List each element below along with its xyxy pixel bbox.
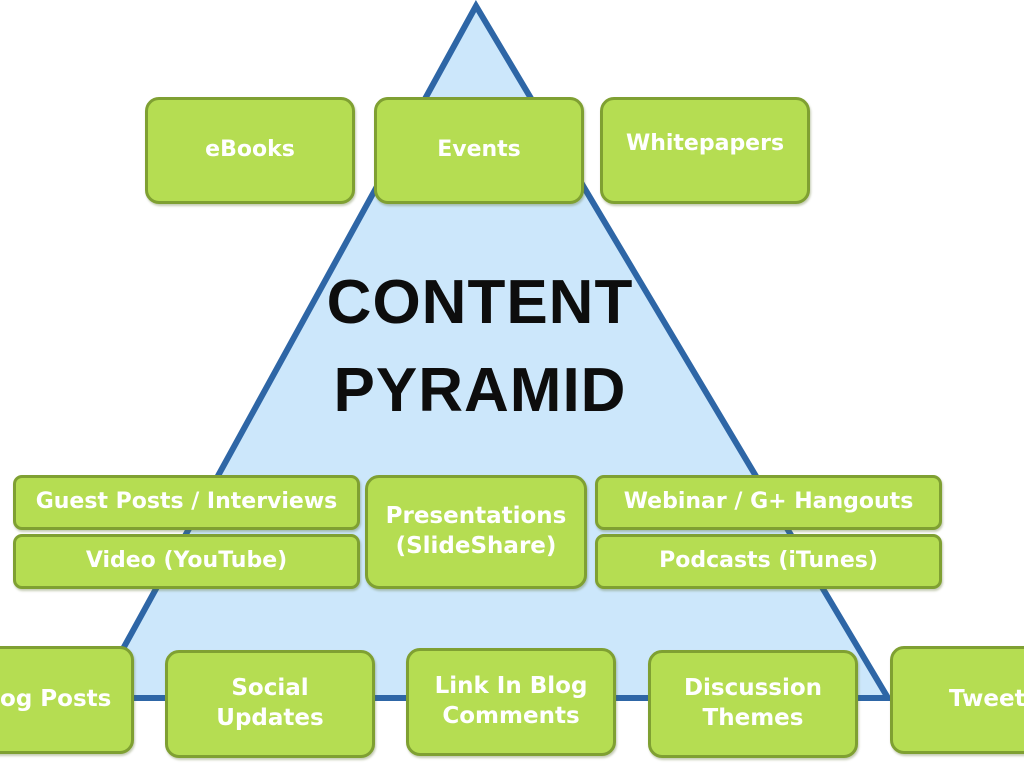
title-content: CONTENT [326, 268, 634, 337]
box-ebooks[interactable]: eBooks [145, 97, 355, 204]
box-tweets-label: Tweets [949, 686, 1024, 713]
box-video-youtube[interactable]: Video (YouTube) [13, 534, 360, 589]
box-link-in-blog-comments[interactable]: Link In Blog Comments [406, 648, 616, 756]
box-presentations-slideshare[interactable]: Presentations (SlideShare) [365, 475, 587, 589]
box-events[interactable]: Events [374, 97, 584, 204]
box-blog-posts[interactable]: Blog Posts [0, 646, 134, 754]
box-discussion-themes[interactable]: Discussion Themes [648, 650, 858, 758]
box-guest-posts-interviews[interactable]: Guest Posts / Interviews [13, 475, 360, 530]
box-whitepapers[interactable]: Whitepapers [600, 97, 810, 204]
box-social-updates[interactable]: Social Updates [165, 650, 375, 758]
box-webinar-hangouts[interactable]: Webinar / G+ Hangouts [595, 475, 942, 530]
box-tweets[interactable]: Tweets [890, 646, 1024, 754]
box-podcasts-itunes[interactable]: Podcasts (iTunes) [595, 534, 942, 589]
title-pyramid: PYRAMID [333, 356, 627, 425]
box-blog-posts-label: Blog Posts [0, 686, 112, 713]
